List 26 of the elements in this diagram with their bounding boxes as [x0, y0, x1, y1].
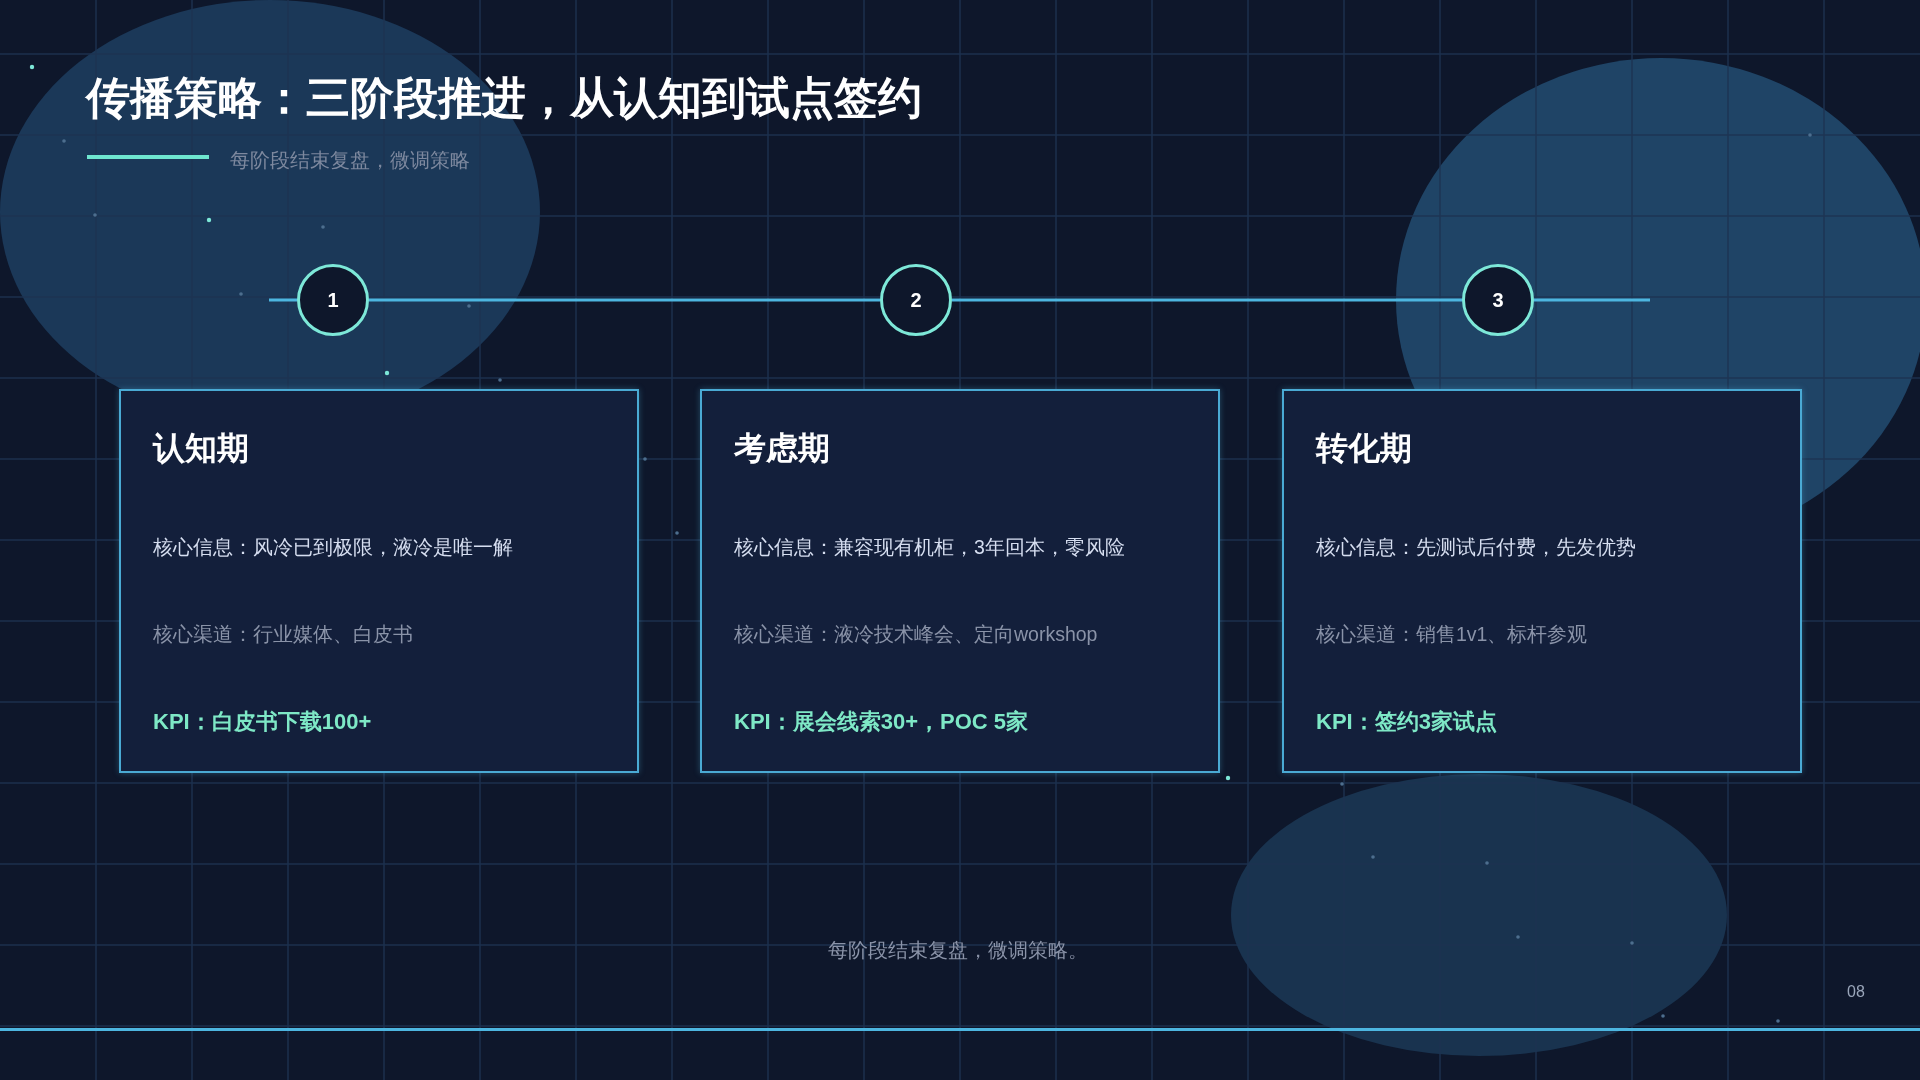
channel-text: 核心渠道：销售1v1、标杆参观 — [1316, 622, 1588, 647]
slide-title: 传播策略：三阶段推进，从认知到试点签约 — [86, 72, 922, 124]
subtitle: 每阶段结束复盘，微调策略 — [230, 148, 470, 173]
step-number: 3 — [1492, 288, 1504, 312]
kpi-text: KPI：展会线索30+，POC 5家 — [734, 708, 1028, 736]
timeline-line — [269, 298, 297, 302]
channel-text: 核心渠道：行业媒体、白皮书 — [153, 622, 413, 647]
step-number: 2 — [910, 288, 922, 312]
stage-card — [700, 389, 1220, 773]
key-message: 核心信息：先测试后付费，先发优势 — [1316, 535, 1636, 560]
stage-title: 转化期 — [1316, 429, 1412, 468]
footer-note: 每阶段结束复盘，微调策略。 — [828, 938, 1088, 963]
channel-text: 核心渠道：液冷技术峰会、定向workshop — [734, 622, 1098, 647]
timeline-line — [369, 298, 880, 302]
page-number: 08 — [1847, 982, 1865, 1002]
timeline-line — [1534, 298, 1650, 302]
key-message: 核心信息：风冷已到极限，液冷是唯一解 — [153, 535, 513, 560]
stage-title: 认知期 — [153, 429, 249, 468]
kpi-text: KPI：白皮书下载100+ — [153, 708, 372, 736]
step-number: 1 — [327, 288, 339, 312]
timeline-line — [952, 298, 1462, 302]
kpi-text: KPI：签约3家试点 — [1316, 708, 1497, 736]
stage-card — [119, 389, 639, 773]
stage-card — [1282, 389, 1802, 773]
stage-title: 考虑期 — [734, 429, 830, 468]
key-message: 核心信息：兼容现有机柜，3年回本，零风险 — [734, 535, 1125, 560]
